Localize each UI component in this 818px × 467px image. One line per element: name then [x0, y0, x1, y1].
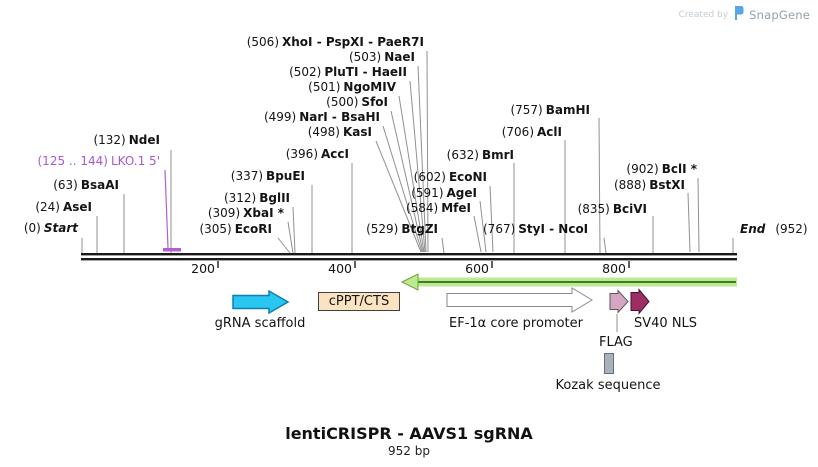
site-label-naei: (503)NaeI: [348, 50, 415, 64]
site-label-kasi: (498)KasI: [307, 125, 372, 139]
map-title: lentiCRISPR - AAVS1 sgRNA: [285, 424, 533, 443]
end-label: End(952): [740, 222, 808, 236]
scale-ticks: [217, 261, 630, 268]
site-label-acli: (706)AclI: [501, 125, 562, 139]
site-label-asei: (24)AseI: [35, 200, 92, 214]
site-label-pluti-haeii: (502)PluTI - HaeII: [289, 65, 407, 79]
site-label-bglii: (312)BglII: [223, 191, 290, 205]
primer-label-lko1: (125 .. 144)LKO.1 5': [37, 154, 161, 168]
feature-label-flag: FLAG: [599, 335, 633, 350]
feature-label-ef1a-promoter: EF-1α core promoter: [449, 316, 583, 331]
site-label-bamhi: (757)BamHI: [510, 103, 590, 117]
site-label-bcivi: (835)BciVI: [577, 202, 647, 216]
site-label-xhoi-pspxi-paer7i: (506)XhoI - PspXI - PaeR7I: [246, 35, 424, 49]
site-label-acci: (396)AccI: [285, 147, 349, 161]
feature-label-grna-scaffold: gRNA scaffold: [214, 316, 306, 331]
site-label-xbai: (309)XbaI *: [207, 206, 284, 220]
feature-label-kozak: Kozak sequence: [555, 378, 661, 393]
site-label-bpuei: (337)BpuEI: [230, 169, 305, 183]
site-label-bcli: (902)BclI *: [626, 162, 697, 176]
feature-sv40-nls-arrow: [630, 288, 650, 315]
site-label-mfei: (584)MfeI: [405, 201, 471, 215]
feature-grna-scaffold-arrow: [232, 289, 290, 315]
snapgene-logo-icon: [732, 5, 745, 25]
feature-label-cppt-cts: cPPT/CTS: [328, 294, 390, 309]
snapgene-watermark: Created by SnapGene: [679, 5, 810, 25]
primer-lko1-marker: [163, 169, 181, 252]
site-label-econi: (602)EcoNI: [413, 170, 487, 184]
site-label-ndei: (132)NdeI: [93, 133, 160, 147]
start-label: (0)Start: [23, 221, 78, 235]
site-label-sfoi: (500)SfoI: [326, 95, 388, 109]
feature-ef1a-promoter-arrow: [446, 287, 593, 313]
map-length: 952 bp: [388, 444, 430, 458]
site-label-btgzi: (529)BtgZI: [366, 222, 438, 236]
site-label-bstxi: (888)BstXI: [613, 178, 685, 192]
feature-cppt-cts-box: [318, 292, 400, 311]
site-label-ecori: (305)EcoRI: [199, 222, 272, 236]
ruler-tick-600: 600: [465, 261, 489, 276]
site-label-nari-bsahi: (499)NarI - BsaHI: [263, 110, 380, 124]
site-label-ngomiv: (501)NgoMIV: [308, 80, 396, 94]
leader-lines: [81, 50, 734, 254]
feature-flag-arrow: [609, 289, 629, 314]
ruler-tick-200: 200: [191, 261, 215, 276]
reverse-strand-arrow: [400, 273, 737, 291]
feature-kozak-box: [604, 353, 614, 374]
ruler-tick-400: 400: [328, 261, 352, 276]
snapgene-brand-text: SnapGene: [749, 8, 810, 22]
site-label-styi-ncoi: (767)StyI - NcoI: [483, 222, 589, 236]
site-label-bmri: (632)BmrI: [446, 148, 514, 162]
site-label-bsaai: (63)BsaAI: [53, 178, 119, 192]
feature-label-sv40-nls: SV40 NLS: [634, 316, 698, 331]
created-by-text: Created by: [678, 10, 729, 20]
sequence-line: [81, 253, 737, 261]
site-label-agei: (591)AgeI: [411, 186, 477, 200]
ruler-tick-800: 800: [602, 261, 626, 276]
